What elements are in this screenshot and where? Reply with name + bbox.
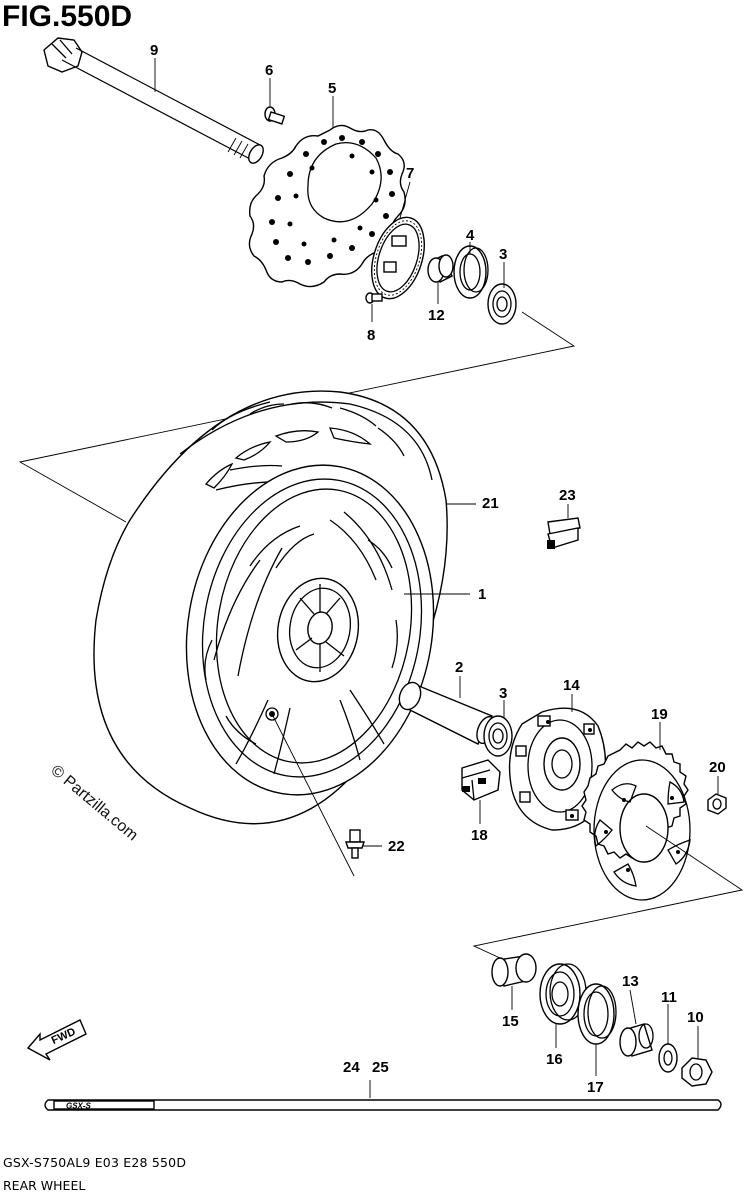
part-axle[interactable]: [43, 37, 266, 166]
callout-5[interactable]: 5: [328, 80, 336, 97]
callout-15[interactable]: 15: [502, 1013, 519, 1030]
part-disc-bolt[interactable]: [264, 106, 286, 125]
callout-6[interactable]: 6: [265, 62, 273, 79]
callout-16[interactable]: 16: [546, 1051, 563, 1068]
part-rim-decal[interactable]: GSX-S: [44, 1080, 722, 1111]
guide-lines-lower: [472, 825, 744, 959]
part-dust-seal[interactable]: [453, 245, 489, 299]
callout-17[interactable]: 17: [587, 1079, 604, 1096]
callout-3-lower[interactable]: 3: [499, 685, 507, 702]
part-rear-sprocket[interactable]: [581, 741, 691, 901]
callout-8[interactable]: 8: [367, 327, 375, 344]
part-spacer[interactable]: [395, 679, 498, 746]
callout-7[interactable]: 7: [406, 165, 414, 182]
callout-10[interactable]: 10: [687, 1009, 704, 1026]
callout-23[interactable]: 23: [559, 487, 576, 504]
part-brake-disc[interactable]: [248, 124, 406, 288]
part-collar-lower[interactable]: [491, 953, 537, 987]
part-carrier-bearing[interactable]: [539, 963, 587, 1025]
part-damper[interactable]: [461, 759, 501, 801]
callout-12[interactable]: 12: [428, 307, 445, 324]
callout-2[interactable]: 2: [455, 659, 463, 676]
callout-11[interactable]: 11: [661, 989, 677, 1006]
model-code: GSX-S750AL9 E03 E28 550D: [3, 1155, 187, 1170]
part-bearing-lower[interactable]: [483, 715, 513, 757]
part-valve[interactable]: [345, 829, 365, 859]
callout-22[interactable]: 22: [388, 838, 405, 855]
callout-19[interactable]: 19: [651, 706, 668, 723]
callout-20[interactable]: 20: [709, 759, 726, 776]
part-axle-nut[interactable]: [681, 1057, 713, 1087]
callout-24[interactable]: 24: [343, 1059, 360, 1076]
part-sensor-screw[interactable]: [365, 292, 383, 304]
callout-14[interactable]: 14: [563, 677, 580, 694]
callout-13[interactable]: 13: [622, 973, 639, 990]
part-sprocket-carrier[interactable]: [508, 707, 607, 831]
forward-direction-arrow: FWD: [26, 1019, 87, 1061]
callout-labels: 1 2 3 3 4 5 6 7 8 9 10 11 12 13 14 15 16…: [150, 42, 726, 1096]
figure-title: FIG.550D: [2, 0, 133, 33]
callout-4[interactable]: 4: [466, 227, 475, 244]
part-bearing-upper[interactable]: [487, 283, 517, 325]
callout-21[interactable]: 21: [482, 495, 499, 512]
part-collar[interactable]: [427, 254, 454, 283]
callout-3-upper[interactable]: 3: [499, 246, 507, 263]
part-balance-weight[interactable]: [547, 517, 581, 549]
part-sensor-ring[interactable]: [362, 211, 434, 306]
callout-18[interactable]: 18: [471, 827, 488, 844]
guide-valve: [271, 713, 355, 877]
callout-9[interactable]: 9: [150, 42, 158, 59]
watermark-text: © Partzilla.com: [47, 762, 141, 844]
part-oil-seal[interactable]: [577, 983, 617, 1045]
rim-decal-logo: GSX-S: [66, 1102, 92, 1111]
part-washer[interactable]: [658, 1043, 678, 1073]
part-sprocket-nut[interactable]: [707, 793, 727, 815]
part-wheel[interactable]: [161, 445, 459, 814]
part-spacer-lower[interactable]: [619, 1023, 654, 1057]
callout-25[interactable]: 25: [372, 1059, 389, 1076]
callout-1[interactable]: 1: [478, 586, 486, 603]
leader-lines: [154, 58, 719, 1076]
section-name: REAR WHEEL: [3, 1178, 86, 1193]
